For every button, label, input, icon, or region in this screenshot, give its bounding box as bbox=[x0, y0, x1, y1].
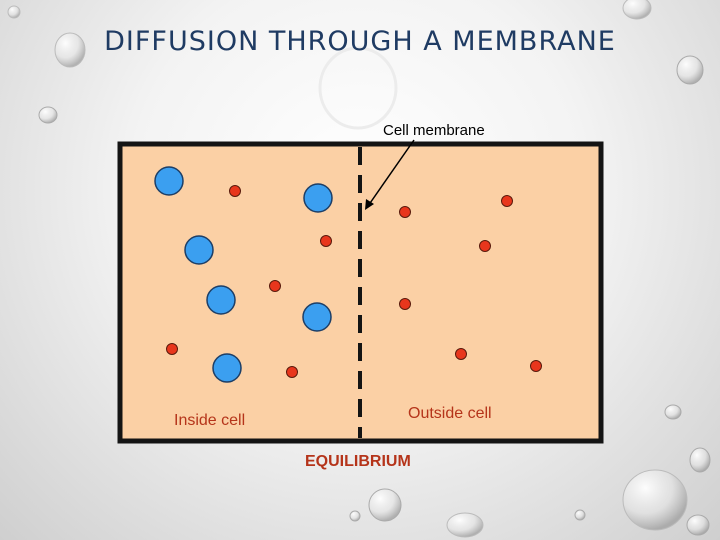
small-molecule bbox=[166, 343, 178, 355]
small-molecule bbox=[286, 366, 298, 378]
large-molecule bbox=[184, 235, 214, 265]
cell-membrane-label: Cell membrane bbox=[383, 122, 485, 139]
arrow-head bbox=[365, 199, 374, 210]
small-molecule bbox=[399, 298, 411, 310]
large-molecules bbox=[154, 166, 333, 383]
small-molecule bbox=[399, 206, 411, 218]
small-molecule bbox=[320, 235, 332, 247]
outside-cell-label: Outside cell bbox=[408, 405, 492, 422]
small-molecule bbox=[269, 280, 281, 292]
small-molecule bbox=[455, 348, 467, 360]
small-molecule bbox=[479, 240, 491, 252]
large-molecule bbox=[303, 183, 333, 213]
membrane-pointer-arrow bbox=[367, 139, 415, 207]
equilibrium-label: EQUILIBRIUM bbox=[305, 453, 411, 470]
large-molecule bbox=[154, 166, 184, 196]
small-molecule bbox=[530, 360, 542, 372]
large-molecule bbox=[212, 353, 242, 383]
slide-title: DIFFUSION THROUGH A MEMBRANE bbox=[104, 26, 616, 57]
large-molecule bbox=[302, 302, 332, 332]
small-molecules bbox=[166, 185, 542, 378]
small-molecule bbox=[229, 185, 241, 197]
large-molecule bbox=[206, 285, 236, 315]
inside-cell-label: Inside cell bbox=[174, 412, 246, 429]
water-drop bbox=[7, 0, 711, 538]
small-molecule bbox=[501, 195, 513, 207]
